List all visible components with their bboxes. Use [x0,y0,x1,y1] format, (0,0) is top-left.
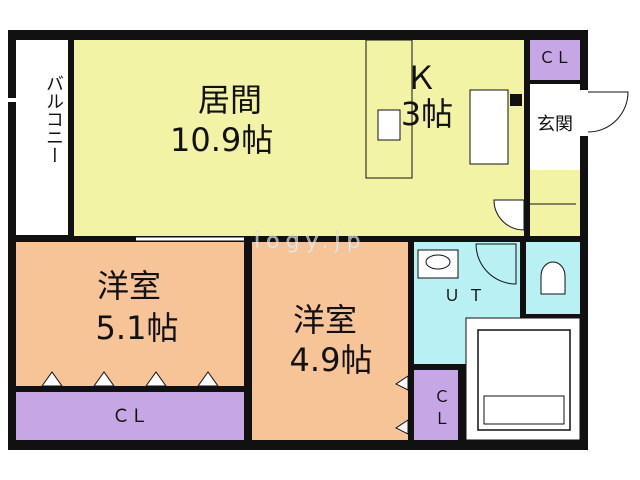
living-room-name: 居間 [197,81,262,119]
closet-bottom-label: ＣＬ [112,406,148,427]
western-room-left [16,242,244,386]
washbasin-bowl [425,254,451,270]
refrigerator-space [469,89,509,165]
kitchen-size: 3帖 [400,95,454,133]
closet-top [530,40,580,80]
entrance-label: 玄関 [537,114,573,135]
bathtub-basin [483,395,565,425]
living-room-size: 10.9帖 [170,121,274,159]
closet-door-mark [395,419,409,435]
closet-bottom [16,392,244,440]
kitchen-name: Ｋ [404,59,437,97]
closet-door-mark [41,371,63,387]
western-room-right-size: 4.9帖 [289,341,373,379]
unit-bath-label: ＵＴ [443,286,492,305]
closet-door-mark [145,371,167,387]
closet-door-mark [395,375,409,391]
western-room-left-name: 洋室 [96,267,161,305]
balcony [16,40,68,235]
watermark: logy.jp [254,229,367,254]
western-room-right [252,242,408,440]
closet-right-label: ＣＬ [431,388,450,432]
closet-door-mark [93,371,115,387]
closet-top-label: ＣＬ [538,48,571,67]
closet-door-mark [197,371,219,387]
entrance-door [587,91,629,133]
pillar [510,94,522,106]
entrance [530,84,580,170]
kitchen-counter [365,39,413,179]
western-room-left-size: 5.1帖 [95,309,179,347]
toilet [540,261,566,295]
door-swing [475,243,517,285]
entrance-step [530,170,580,236]
door-swing [493,199,525,231]
living-room [74,40,524,236]
sink [377,109,401,141]
closet-right [414,370,458,440]
balcony-label: バルコニー [43,74,64,164]
entrance-door-opening [580,90,588,136]
western-room-right-name: 洋室 [292,301,357,339]
